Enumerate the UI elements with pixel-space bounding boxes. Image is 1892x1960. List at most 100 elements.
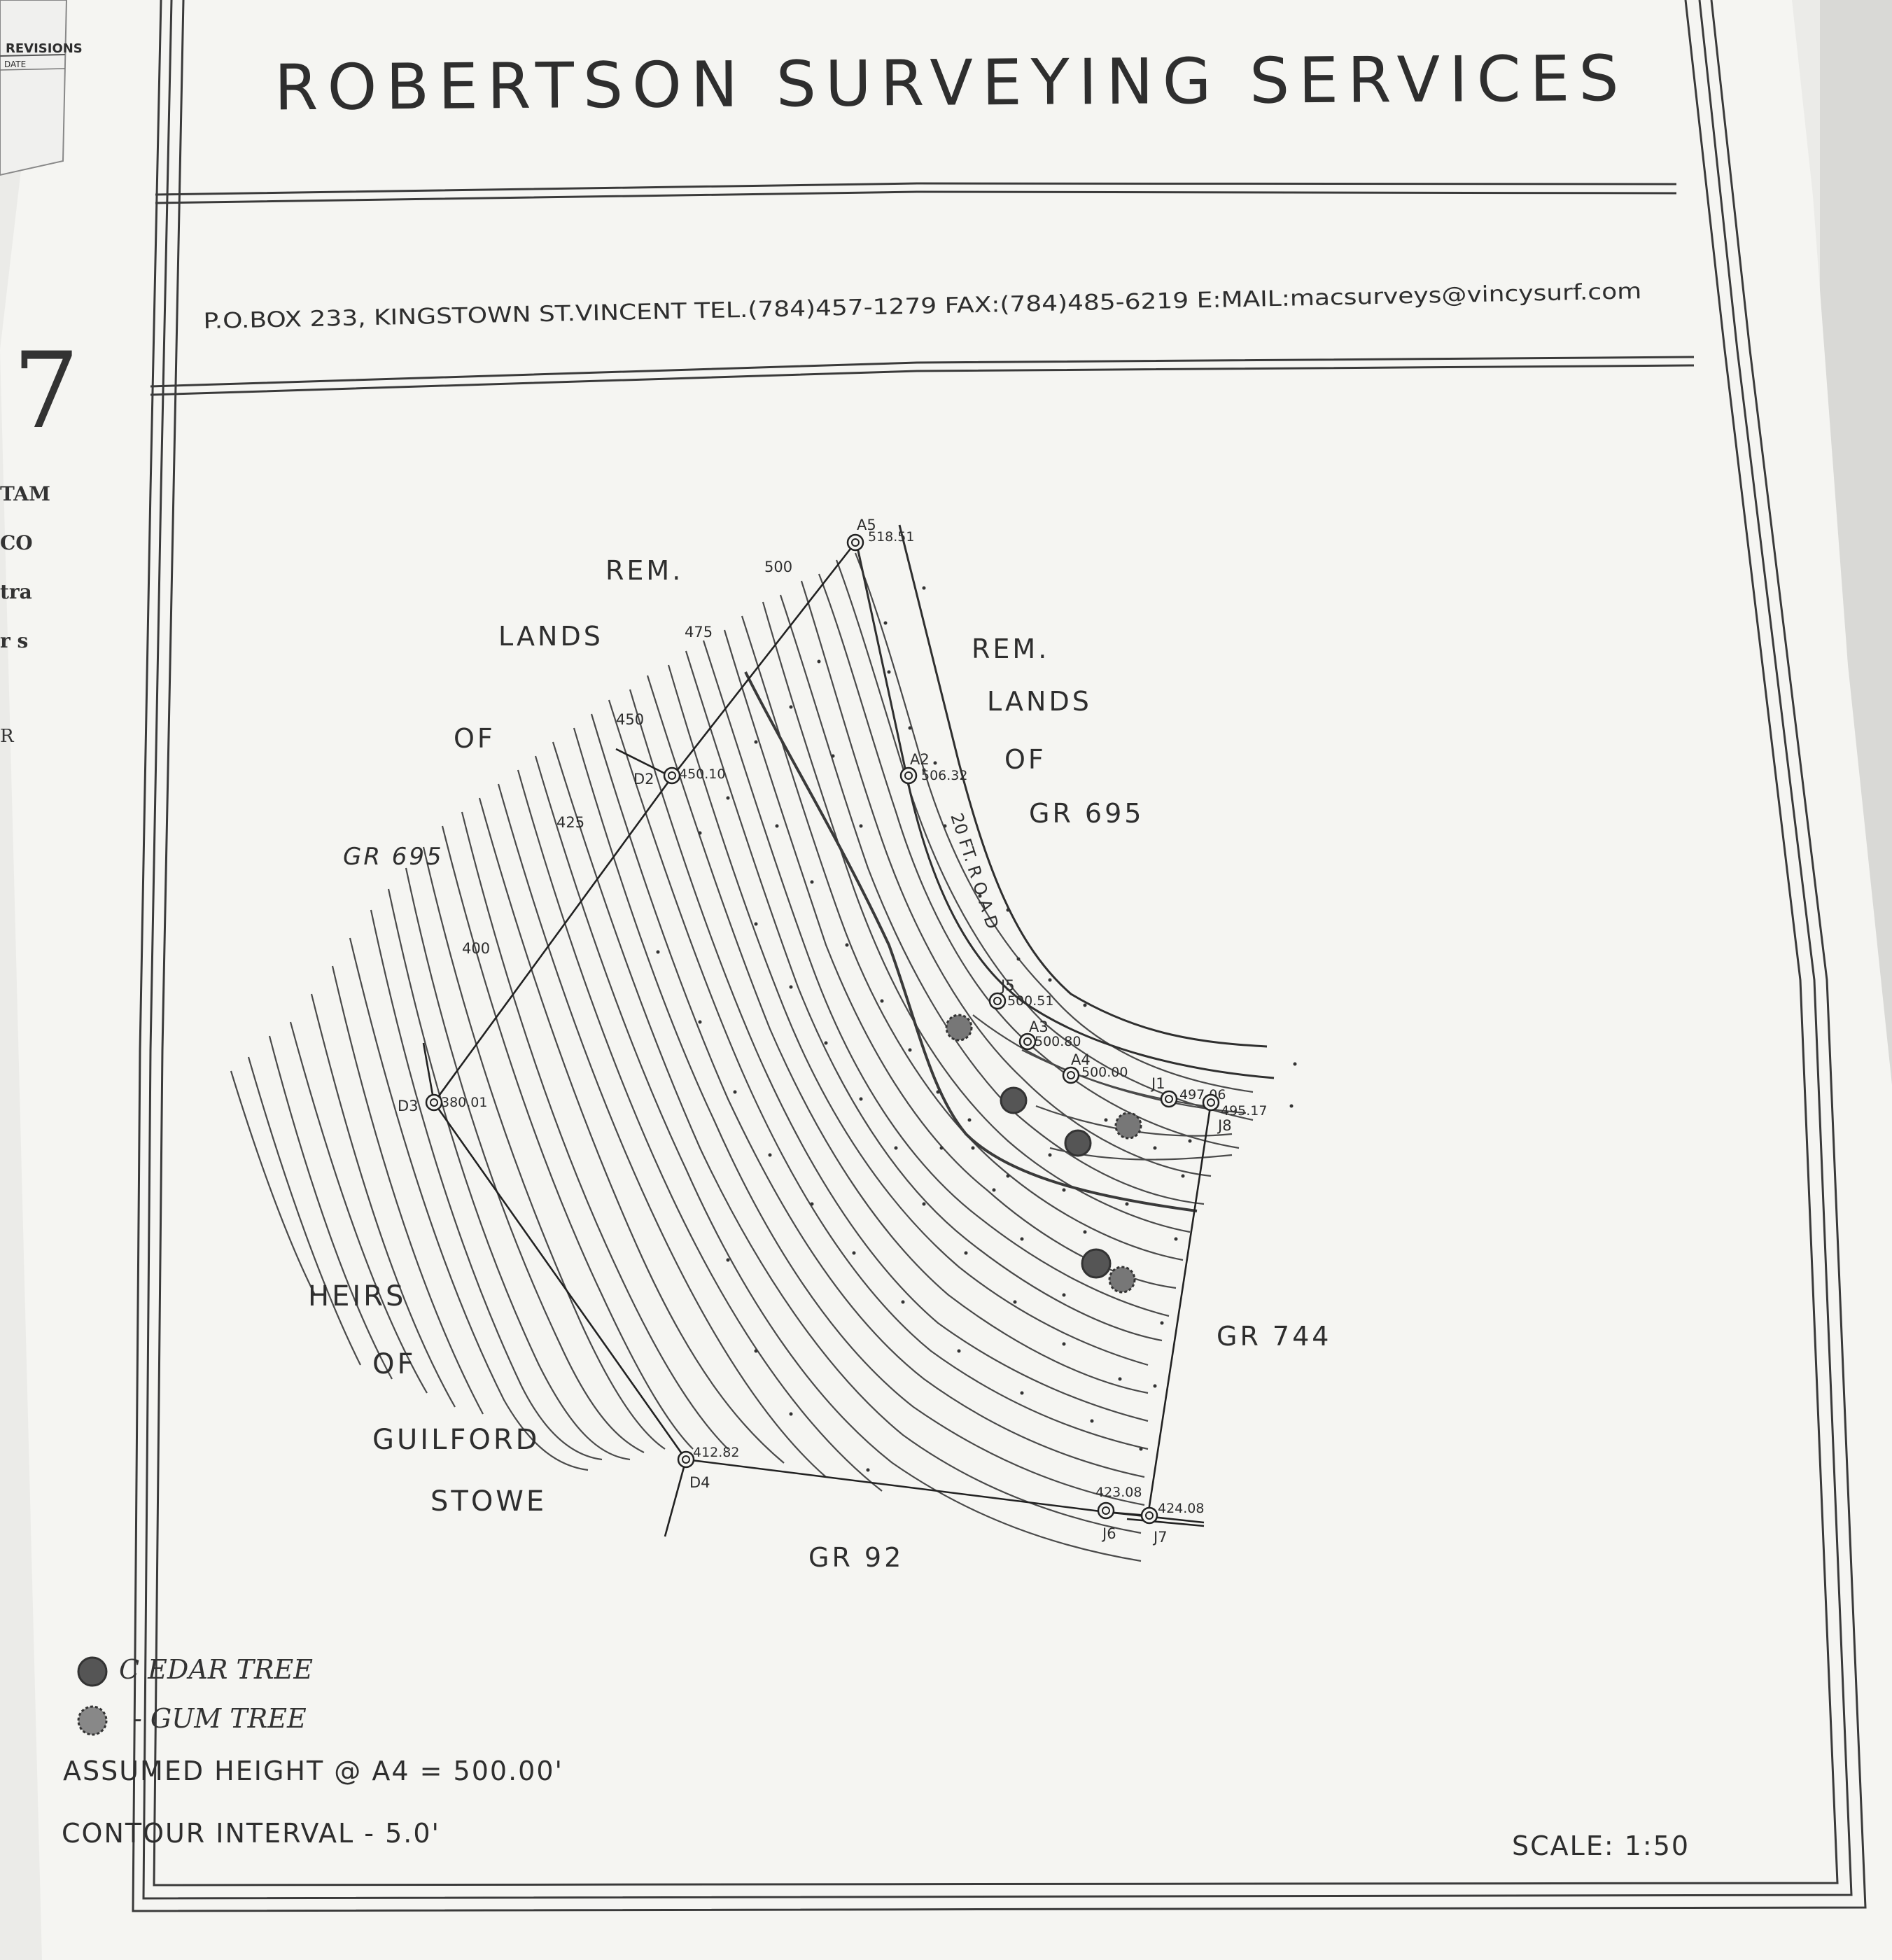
spot-height-mark <box>901 1300 905 1304</box>
station-elevation: 412.82 <box>693 1445 739 1460</box>
station-id: A2 <box>910 751 930 768</box>
contour-labels: 500 475 450 425 400 <box>462 559 792 957</box>
spot-height-mark <box>978 894 982 898</box>
station-id: J6 <box>1101 1525 1116 1542</box>
station-elevation: 506.32 <box>921 768 967 783</box>
station-j6: J6 423.08 <box>1095 1485 1142 1542</box>
spot-height-mark <box>1016 957 1021 961</box>
station-elevation: 424.08 <box>1158 1501 1204 1516</box>
spot-height-mark <box>1013 1300 1017 1304</box>
station-id: A4 <box>1071 1051 1091 1068</box>
cedar-tree-symbol-3 <box>1081 1248 1112 1279</box>
underlying-sheet-fragments: TAM CO tra r s R 7 <box>0 330 79 747</box>
station-j7: J7 424.08 <box>1140 1501 1204 1546</box>
spot-height-mark <box>1289 1104 1294 1108</box>
spot-height-mark <box>936 1090 940 1094</box>
spot-height-mark <box>1083 1003 1087 1007</box>
ne-lands: LANDS <box>987 686 1092 717</box>
spot-height-mark <box>733 1090 737 1094</box>
adjoining-owners: REM. LANDS OF GR 695 REM. LANDS OF GR 69… <box>308 555 1329 1573</box>
cedar-legend-icon <box>77 1656 108 1687</box>
revisions-sheet: REVISIONS DATE <box>0 0 83 176</box>
spot-height-mark <box>775 824 779 828</box>
station-id: A3 <box>1029 1018 1049 1035</box>
station-elevation: 518.51 <box>868 529 914 545</box>
legend: C EDAR TREE - GUM TREE ASSUMED HEIGHT @ … <box>62 1654 562 1849</box>
gum-legend-icon <box>77 1705 108 1736</box>
spot-height-mark <box>1139 1447 1143 1451</box>
station-marker-icon <box>677 1450 695 1469</box>
spot-height-mark <box>880 999 884 1003</box>
spot-height-mark <box>922 768 926 772</box>
fragment-5: R <box>0 726 15 747</box>
spot-height-mark <box>894 1146 898 1150</box>
contour-interval: CONTOUR INTERVAL - 5.0' <box>62 1818 440 1849</box>
revisions-date-label: DATE <box>4 59 26 69</box>
station-id: J7 <box>1152 1529 1168 1546</box>
road-20ft <box>854 524 1275 1079</box>
station-elevation: 500.51 <box>1007 993 1053 1009</box>
station-marker-icon <box>988 992 1007 1010</box>
spot-height-mark <box>1125 1202 1129 1206</box>
station-d4: D4 412.82 <box>677 1445 739 1491</box>
spot-height-mark <box>852 1251 856 1255</box>
spot-height-mark <box>1174 1237 1178 1241</box>
spot-height-mark <box>754 740 758 744</box>
spot-height-mark <box>726 796 730 800</box>
spot-height-mark <box>1006 908 1010 912</box>
spot-height-mark <box>1104 1118 1108 1122</box>
company-name: ROBERTSON SURVEYING SERVICES <box>274 42 1628 125</box>
cedar-tree-symbol-2 <box>1064 1129 1092 1157</box>
spot-height-mark <box>1048 1153 1052 1157</box>
cedar-legend-label: C EDAR TREE <box>119 1654 313 1685</box>
fragment-4: r s <box>0 629 28 652</box>
spot-height-mark <box>967 1118 972 1122</box>
spot-height-mark <box>1062 1342 1066 1346</box>
spot-height-mark <box>1083 1230 1087 1234</box>
spot-height-mark <box>810 880 814 884</box>
cedar-tree-symbol-1 <box>1000 1086 1028 1114</box>
station-elevation: 500.00 <box>1081 1065 1128 1080</box>
nw-gr: GR 695 <box>343 843 444 871</box>
spot-height-mark <box>810 1202 814 1206</box>
spot-height-mark <box>768 1153 772 1157</box>
station-elevation: 500.80 <box>1035 1034 1081 1049</box>
station-marker-inner <box>851 538 860 547</box>
station-marker-inner <box>1145 1511 1154 1520</box>
nw-lands: LANDS <box>498 621 603 652</box>
spot-height-mark <box>971 1146 975 1150</box>
spot-height-mark <box>1090 1419 1094 1423</box>
station-elevation: 423.08 <box>1095 1485 1142 1500</box>
station-marker-icon <box>1062 1066 1080 1084</box>
station-marker-inner <box>1023 1037 1032 1046</box>
nw-of: OF <box>454 723 496 754</box>
spot-height-mark <box>1020 1237 1024 1241</box>
spot-height-mark <box>883 621 888 625</box>
spot-height-mark <box>824 1041 828 1045</box>
station-marker-icon <box>1160 1090 1178 1108</box>
fragment-2: CO <box>0 531 33 554</box>
fragment-1: TAM <box>0 482 50 505</box>
spot-height-mark <box>933 761 937 765</box>
spot-height-mark <box>859 1097 863 1101</box>
station-marker-icon <box>1097 1502 1115 1520</box>
station-marker-inner <box>904 771 913 780</box>
spot-height-mark <box>922 1202 926 1206</box>
gully-line <box>744 671 1198 1212</box>
station-id: A5 <box>857 517 876 533</box>
spot-height-mark <box>831 754 835 758</box>
ne-gr: GR 695 <box>1029 798 1144 829</box>
trees <box>945 1014 1142 1294</box>
spot-height-mark <box>992 1188 996 1192</box>
station-id: D4 <box>689 1474 710 1491</box>
spot-heights <box>656 586 1297 1472</box>
fragment-glyph: 7 <box>13 330 79 452</box>
station-elevation: 450.10 <box>679 766 725 782</box>
